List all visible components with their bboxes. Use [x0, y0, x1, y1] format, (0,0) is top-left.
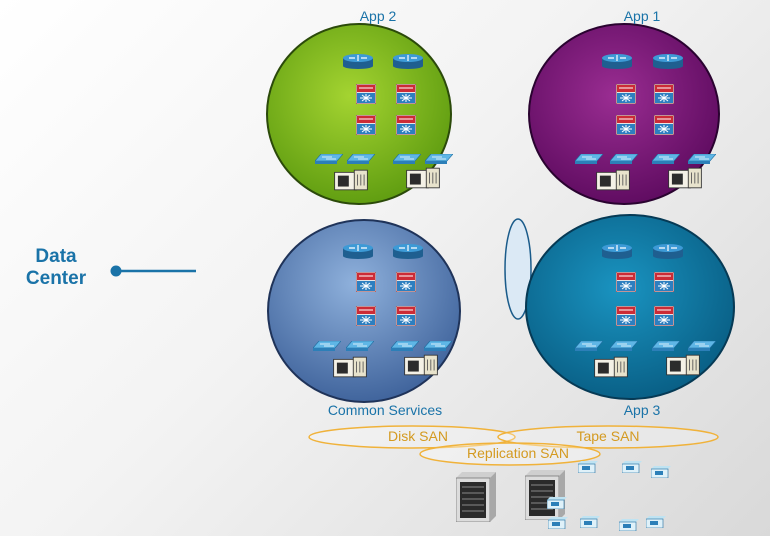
- tape-library-icon: [622, 461, 642, 473]
- data-center-line1: Data: [35, 246, 77, 267]
- router-icon: [653, 243, 683, 259]
- zone-label-app1: App 1: [623, 8, 661, 24]
- router-icon: [393, 243, 423, 259]
- server-icon: [594, 356, 628, 378]
- firewall-switch-icon: [616, 115, 636, 135]
- storage-array-icon: [456, 472, 496, 522]
- router-icon: [343, 243, 373, 259]
- san-label-disk: Disk SAN: [388, 428, 448, 444]
- zone-label-app3: App 3: [623, 402, 661, 418]
- firewall-switch-icon: [616, 272, 636, 292]
- firewall-switch-icon: [654, 272, 674, 292]
- data-center-label: Data Center: [12, 246, 100, 290]
- firewall-switch-icon: [356, 115, 376, 135]
- firewall-switch-icon: [396, 272, 416, 292]
- san-label-tape: Tape SAN: [576, 428, 640, 444]
- replication-san-oval: [419, 442, 601, 466]
- firewall-switch-icon: [654, 115, 674, 135]
- storage-devices: [456, 461, 671, 531]
- firewall-switch-icon: [654, 306, 674, 326]
- firewall-switch-icon: [616, 306, 636, 326]
- tape-library-icon: [619, 519, 639, 531]
- firewall-switch-icon: [396, 115, 416, 135]
- zone-label-common-services: Common Services: [327, 402, 443, 418]
- router-icon: [653, 53, 683, 69]
- connector-dot: [110, 265, 122, 277]
- server-icon: [406, 167, 440, 189]
- tape-san-oval: [497, 425, 719, 449]
- router-icon: [602, 243, 632, 259]
- tape-library-icon: [646, 516, 666, 528]
- storage-array-icon: [525, 470, 565, 520]
- tape-library-icon: [547, 497, 567, 509]
- san-ovals: [308, 425, 719, 466]
- server-icon: [404, 354, 438, 376]
- data-center-line2: Center: [25, 268, 87, 289]
- interconnect-oval: [504, 218, 532, 320]
- disk-san-oval: [308, 425, 516, 449]
- server-icon: [596, 169, 630, 191]
- server-icon: [334, 169, 368, 191]
- router-icon: [343, 53, 373, 69]
- firewall-switch-icon: [356, 272, 376, 292]
- server-icon: [333, 356, 367, 378]
- tape-library-icon: [548, 517, 568, 529]
- san-label-replication: Replication SAN: [467, 445, 569, 461]
- tape-library-icon: [651, 466, 671, 478]
- firewall-switch-icon: [356, 306, 376, 326]
- firewall-switch-icon: [654, 84, 674, 104]
- firewall-switch-icon: [616, 84, 636, 104]
- tape-library-icon: [580, 516, 600, 528]
- firewall-switch-icon: [396, 84, 416, 104]
- router-icon: [393, 53, 423, 69]
- zone-label-app2: App 2: [359, 8, 397, 24]
- server-icon: [666, 354, 700, 376]
- tape-library-icon: [578, 461, 598, 473]
- firewall-switch-icon: [396, 306, 416, 326]
- firewall-switch-icon: [356, 84, 376, 104]
- server-icon: [668, 167, 702, 189]
- router-icon: [602, 53, 632, 69]
